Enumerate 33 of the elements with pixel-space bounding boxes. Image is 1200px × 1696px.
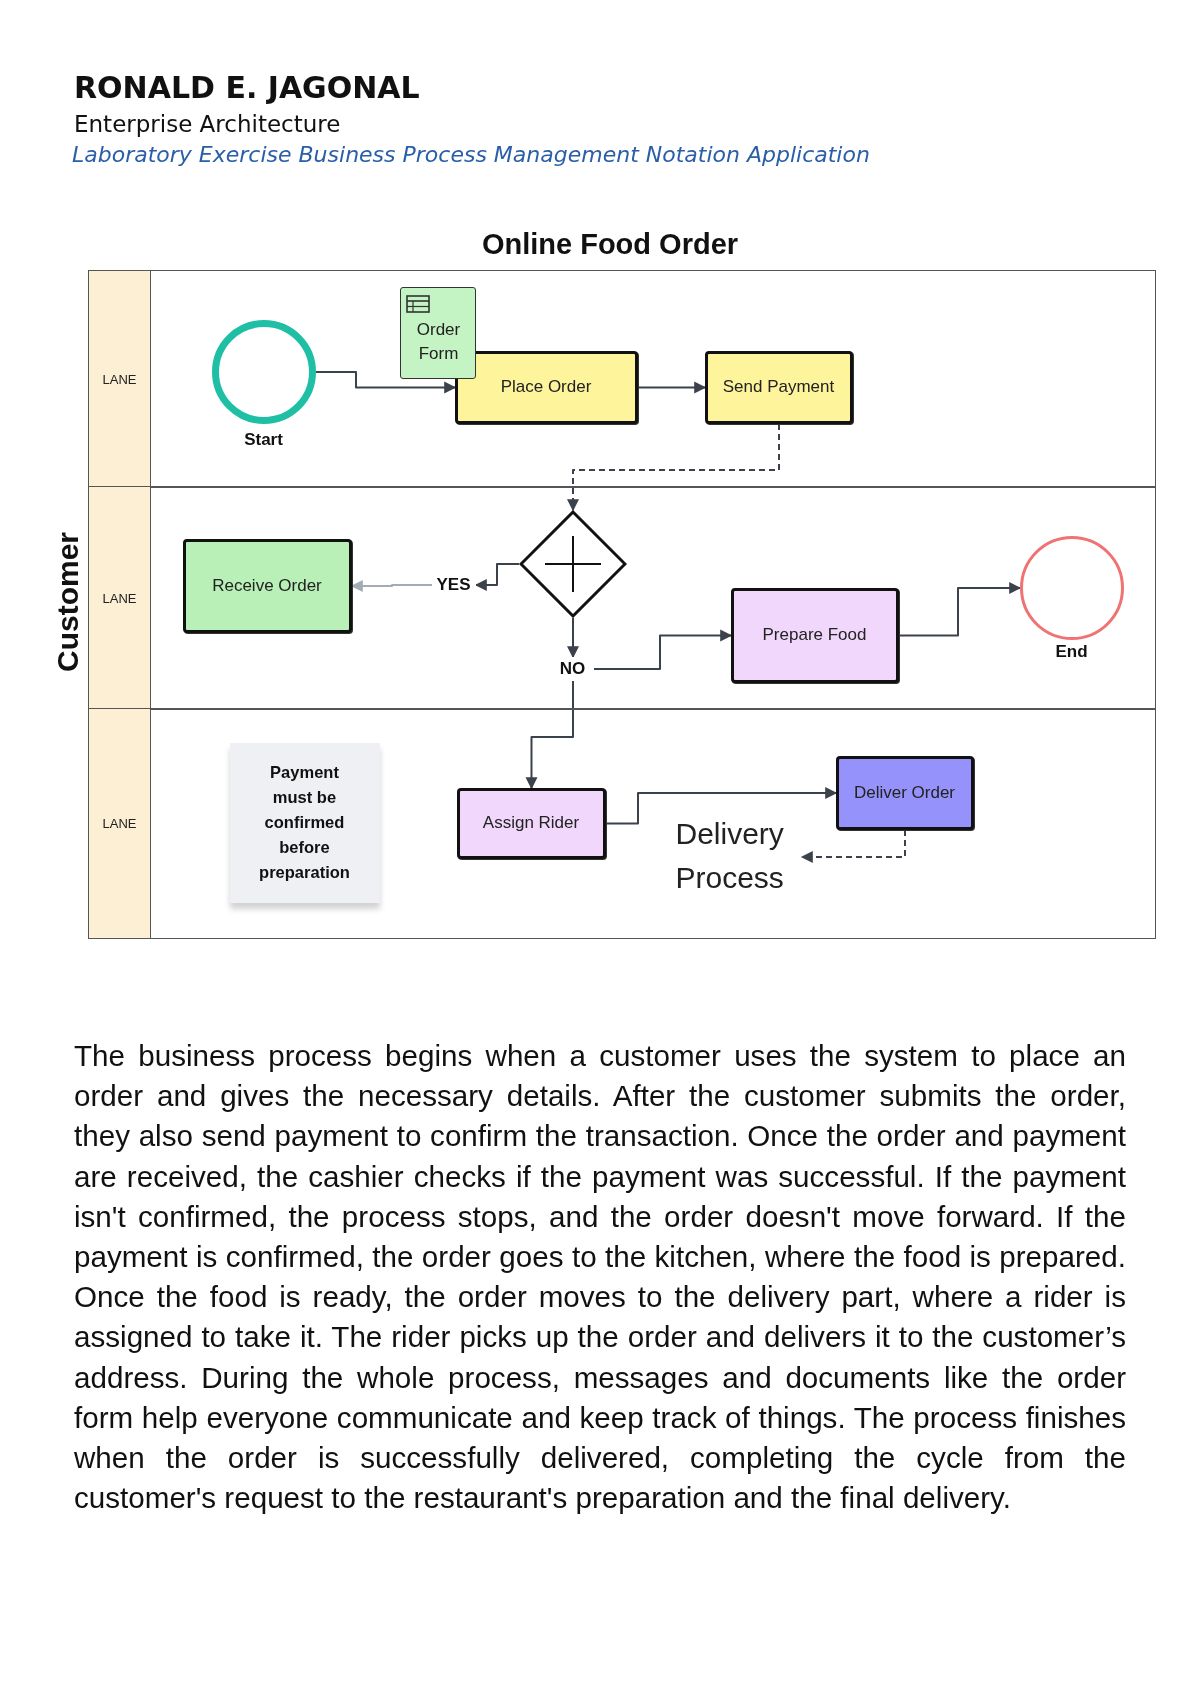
- data-object: [399, 286, 476, 379]
- arrow: [525, 680, 574, 790]
- arrow: [605, 787, 838, 825]
- task-box: Receive Order: [182, 538, 352, 633]
- swimlane: [88, 708, 1156, 939]
- pool-label: Customer: [51, 530, 85, 674]
- note-card: Payment must be confirmed before preparation: [229, 742, 380, 903]
- task-box: Deliver Order: [835, 755, 974, 830]
- diagram-title: Online Food Order: [480, 228, 740, 261]
- arrow: [350, 580, 433, 592]
- arrow: [474, 563, 520, 591]
- task-box: Assign Rider: [456, 787, 606, 859]
- arrow: [800, 829, 906, 863]
- arrow: [315, 371, 457, 394]
- event-label: End: [1054, 641, 1089, 662]
- arrow: [637, 381, 707, 394]
- lane-header: LANE: [89, 271, 151, 487]
- lane-header: LANE: [89, 487, 151, 709]
- task-box: Prepare Food: [730, 587, 899, 683]
- event-label: Start: [243, 429, 284, 450]
- arrow: [593, 629, 733, 670]
- swimlane: [88, 486, 1156, 710]
- author-name: RONALD E. JAGONAL: [74, 70, 421, 105]
- arrow: [898, 582, 1022, 637]
- exercise-subtitle: Laboratory Exercise Business Process Management Notation Application: [72, 142, 871, 167]
- description-paragraph: The business process begins when a customer uses the system to place an order and gives the necessary details. After the customer submits the order, they also send payment to confirm the transaction. Once the order and payment are received, the cashier checks if the payment was successful. If the payment isn't confirmed, the process stops, and the order doesn't move forward. If the payment is confirmed, the order goes to the kitchen, where the food is prepared. Once the food is ready, the order moves to the delivery part, where a rider is assigned to take it. The rider picks up the order and delivers it to the customer’s address. During the whole process, messages and documents like the order form help everyone communicate and keep track of things. The process finishes when the order is successfully delivered, completing the cycle from the customer's request to the restaurant's preparation and the final delivery.: [74, 1038, 1126, 1517]
- arrow: [567, 617, 579, 659]
- course-name: Enterprise Architecture: [74, 111, 342, 137]
- task-box: Send Payment: [704, 350, 853, 424]
- swimlane: [88, 270, 1156, 488]
- text-annotation: Delivery Process: [675, 811, 802, 902]
- arrow: [567, 423, 780, 512]
- lane-header: LANE: [89, 709, 151, 938]
